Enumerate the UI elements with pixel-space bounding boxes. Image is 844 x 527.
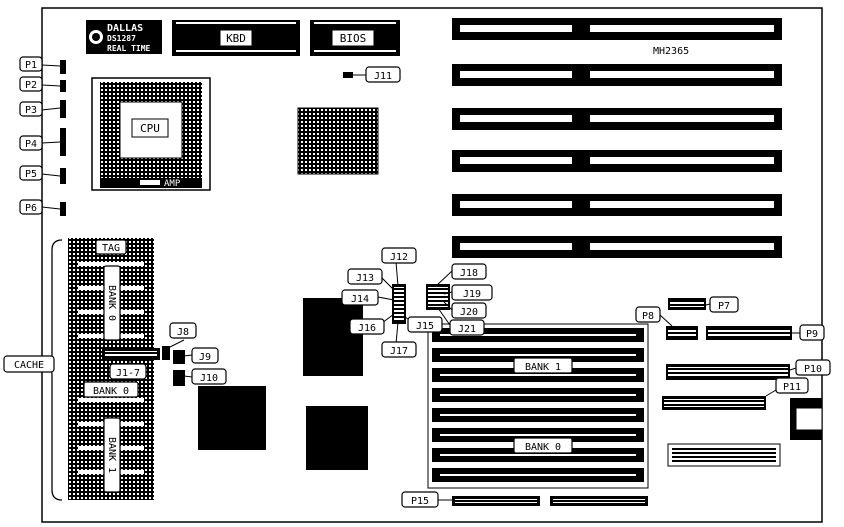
callout-j10: J10: [191, 368, 227, 385]
isa-slots: [452, 18, 782, 258]
simm-sockets: [427, 323, 649, 489]
callout-p15-text: P15: [411, 496, 429, 507]
power-connector: [667, 443, 781, 467]
callout-j19-text: J19: [463, 289, 481, 300]
callout-p11-text: P11: [783, 382, 801, 393]
chip-lower-left: [198, 386, 266, 450]
cpu-socket: CPU AMP: [91, 77, 211, 191]
callout-p2: P2: [19, 76, 43, 92]
p6-jumper: [60, 202, 66, 216]
callout-p7: P7: [709, 296, 739, 313]
callout-bank0-simm-text: BANK 0: [525, 442, 561, 453]
callout-bank0-mid: BANK 0: [83, 381, 139, 398]
callout-j14: J14: [341, 289, 379, 306]
callout-j16-text: J16: [358, 323, 376, 334]
callout-p7-text: P7: [718, 301, 730, 312]
callout-j21-text: J21: [458, 324, 476, 335]
callout-p9: P9: [799, 324, 825, 341]
p5-jumper: [60, 168, 66, 184]
callout-p1: P1: [19, 56, 43, 72]
callout-p8: P8: [635, 306, 661, 323]
rtc-model: DS1287: [107, 34, 136, 43]
chip-upper-center: [297, 107, 379, 175]
callout-j17-text: J17: [390, 346, 408, 357]
callout-j13: J13: [347, 268, 383, 285]
callout-j14-text: J14: [351, 294, 369, 305]
callout-j13-text: J13: [356, 273, 374, 284]
callout-p2-text: P2: [25, 80, 37, 91]
callout-j15: J15: [407, 316, 443, 333]
callout-p8-text: P8: [642, 311, 654, 322]
callout-j21: J21: [449, 319, 485, 336]
callout-p5-text: P5: [25, 169, 37, 180]
p2-jumper: [60, 80, 66, 92]
callout-j19: J19: [451, 284, 493, 301]
callout-cache-text: CACHE: [14, 360, 44, 371]
callout-p6: P6: [19, 199, 43, 215]
p4-jumper: [60, 128, 66, 156]
board-outline: [41, 7, 823, 523]
callout-j12: J12: [381, 247, 417, 264]
callout-p10-text: P10: [804, 364, 822, 375]
callout-j15-text: J15: [416, 321, 434, 332]
callout-bank1-simm-text: BANK 1: [525, 362, 561, 373]
callout-j10-text: J10: [200, 373, 218, 384]
callout-j8: J8: [169, 322, 197, 339]
callout-j11: J11: [365, 66, 401, 83]
callout-p9-text: P9: [806, 329, 818, 340]
callout-j18: J18: [451, 263, 487, 280]
callout-j11-text: J11: [374, 71, 392, 82]
callout-j9: J9: [191, 347, 219, 364]
callout-p1-text: P1: [25, 60, 37, 71]
callout-j12-text: J12: [390, 252, 408, 263]
callout-bank0-simm: BANK 0: [513, 437, 573, 454]
kbd-label: KBD: [226, 32, 246, 45]
callout-j18-text: J18: [460, 268, 478, 279]
callout-bank1-vertical-text: BANK 1: [106, 437, 117, 473]
callout-j1-7-text: J1-7: [116, 368, 140, 379]
callout-bank0-mid-text: BANK 0: [93, 386, 129, 397]
callout-p4: P4: [19, 135, 43, 151]
p1-jumper: [60, 60, 66, 74]
amp-label: AMP: [164, 179, 181, 189]
callout-p15: P15: [401, 491, 439, 508]
slot-model-label: MH2365: [653, 46, 689, 57]
callout-j20-text: J20: [460, 307, 478, 318]
chip-lower-center: [306, 406, 368, 470]
rtc-subtitle: REAL TIME: [107, 44, 151, 53]
j9-jumper: [173, 350, 185, 364]
callout-p10: P10: [795, 359, 831, 376]
j11-jumper: [343, 72, 353, 78]
callout-p3-text: P3: [25, 105, 37, 116]
callout-bank1-vertical: BANK 1: [103, 417, 121, 493]
callout-j1-7: J1-7: [109, 363, 147, 380]
callout-j9-text: J9: [199, 352, 211, 363]
p3-jumper: [60, 100, 66, 118]
chip-mid-center: [303, 298, 363, 376]
callout-p5: P5: [19, 165, 43, 181]
callout-tag-text: TAG: [102, 243, 120, 254]
callout-p3: P3: [19, 101, 43, 117]
callout-tag: TAG: [95, 239, 127, 255]
bios-label: BIOS: [340, 32, 367, 45]
rtc-chip: DALLAS DS1287 REAL TIME: [86, 20, 162, 54]
callout-j17: J17: [381, 341, 417, 358]
j8-jumper: [162, 346, 170, 360]
callout-bank1-simm: BANK 1: [513, 357, 573, 374]
bios-chip: BIOS: [310, 20, 400, 56]
callout-j16: J16: [349, 318, 385, 335]
callout-j20: J20: [451, 302, 487, 319]
rtc-brand: DALLAS: [107, 23, 143, 34]
callout-bank0-vertical-text: BANK 0: [106, 285, 117, 321]
callout-p6-text: P6: [25, 203, 37, 214]
callout-j8-text: J8: [177, 327, 189, 338]
callout-cache: CACHE: [3, 355, 55, 373]
callout-p11: P11: [775, 377, 809, 394]
callout-p4-text: P4: [25, 139, 37, 150]
j10-jumper: [173, 370, 185, 386]
callout-bank0-vertical: BANK 0: [103, 265, 121, 341]
cpu-label: CPU: [140, 122, 160, 135]
kbd-chip: KBD: [172, 20, 300, 56]
